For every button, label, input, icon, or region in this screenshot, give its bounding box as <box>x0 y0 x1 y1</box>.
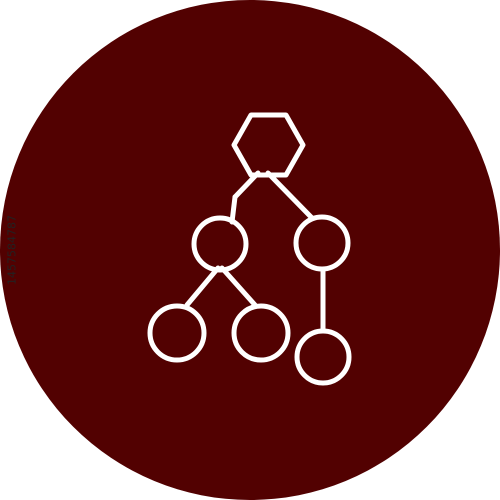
node-right-leaf <box>294 328 352 386</box>
node-left-leaf-1 <box>147 303 207 363</box>
connector-root-right <box>265 170 315 221</box>
connector-root-left-b <box>229 194 238 225</box>
watermark-id-text: 1457584787 <box>5 215 19 285</box>
node-left <box>191 215 249 273</box>
root-hexagon-node <box>231 112 306 178</box>
node-left-leaf-2 <box>231 303 291 363</box>
connector-left-leftleaf <box>184 265 221 308</box>
tree-diagram-icon <box>147 112 352 386</box>
connector-left-rightleaf <box>219 265 258 308</box>
node-right <box>293 214 351 272</box>
